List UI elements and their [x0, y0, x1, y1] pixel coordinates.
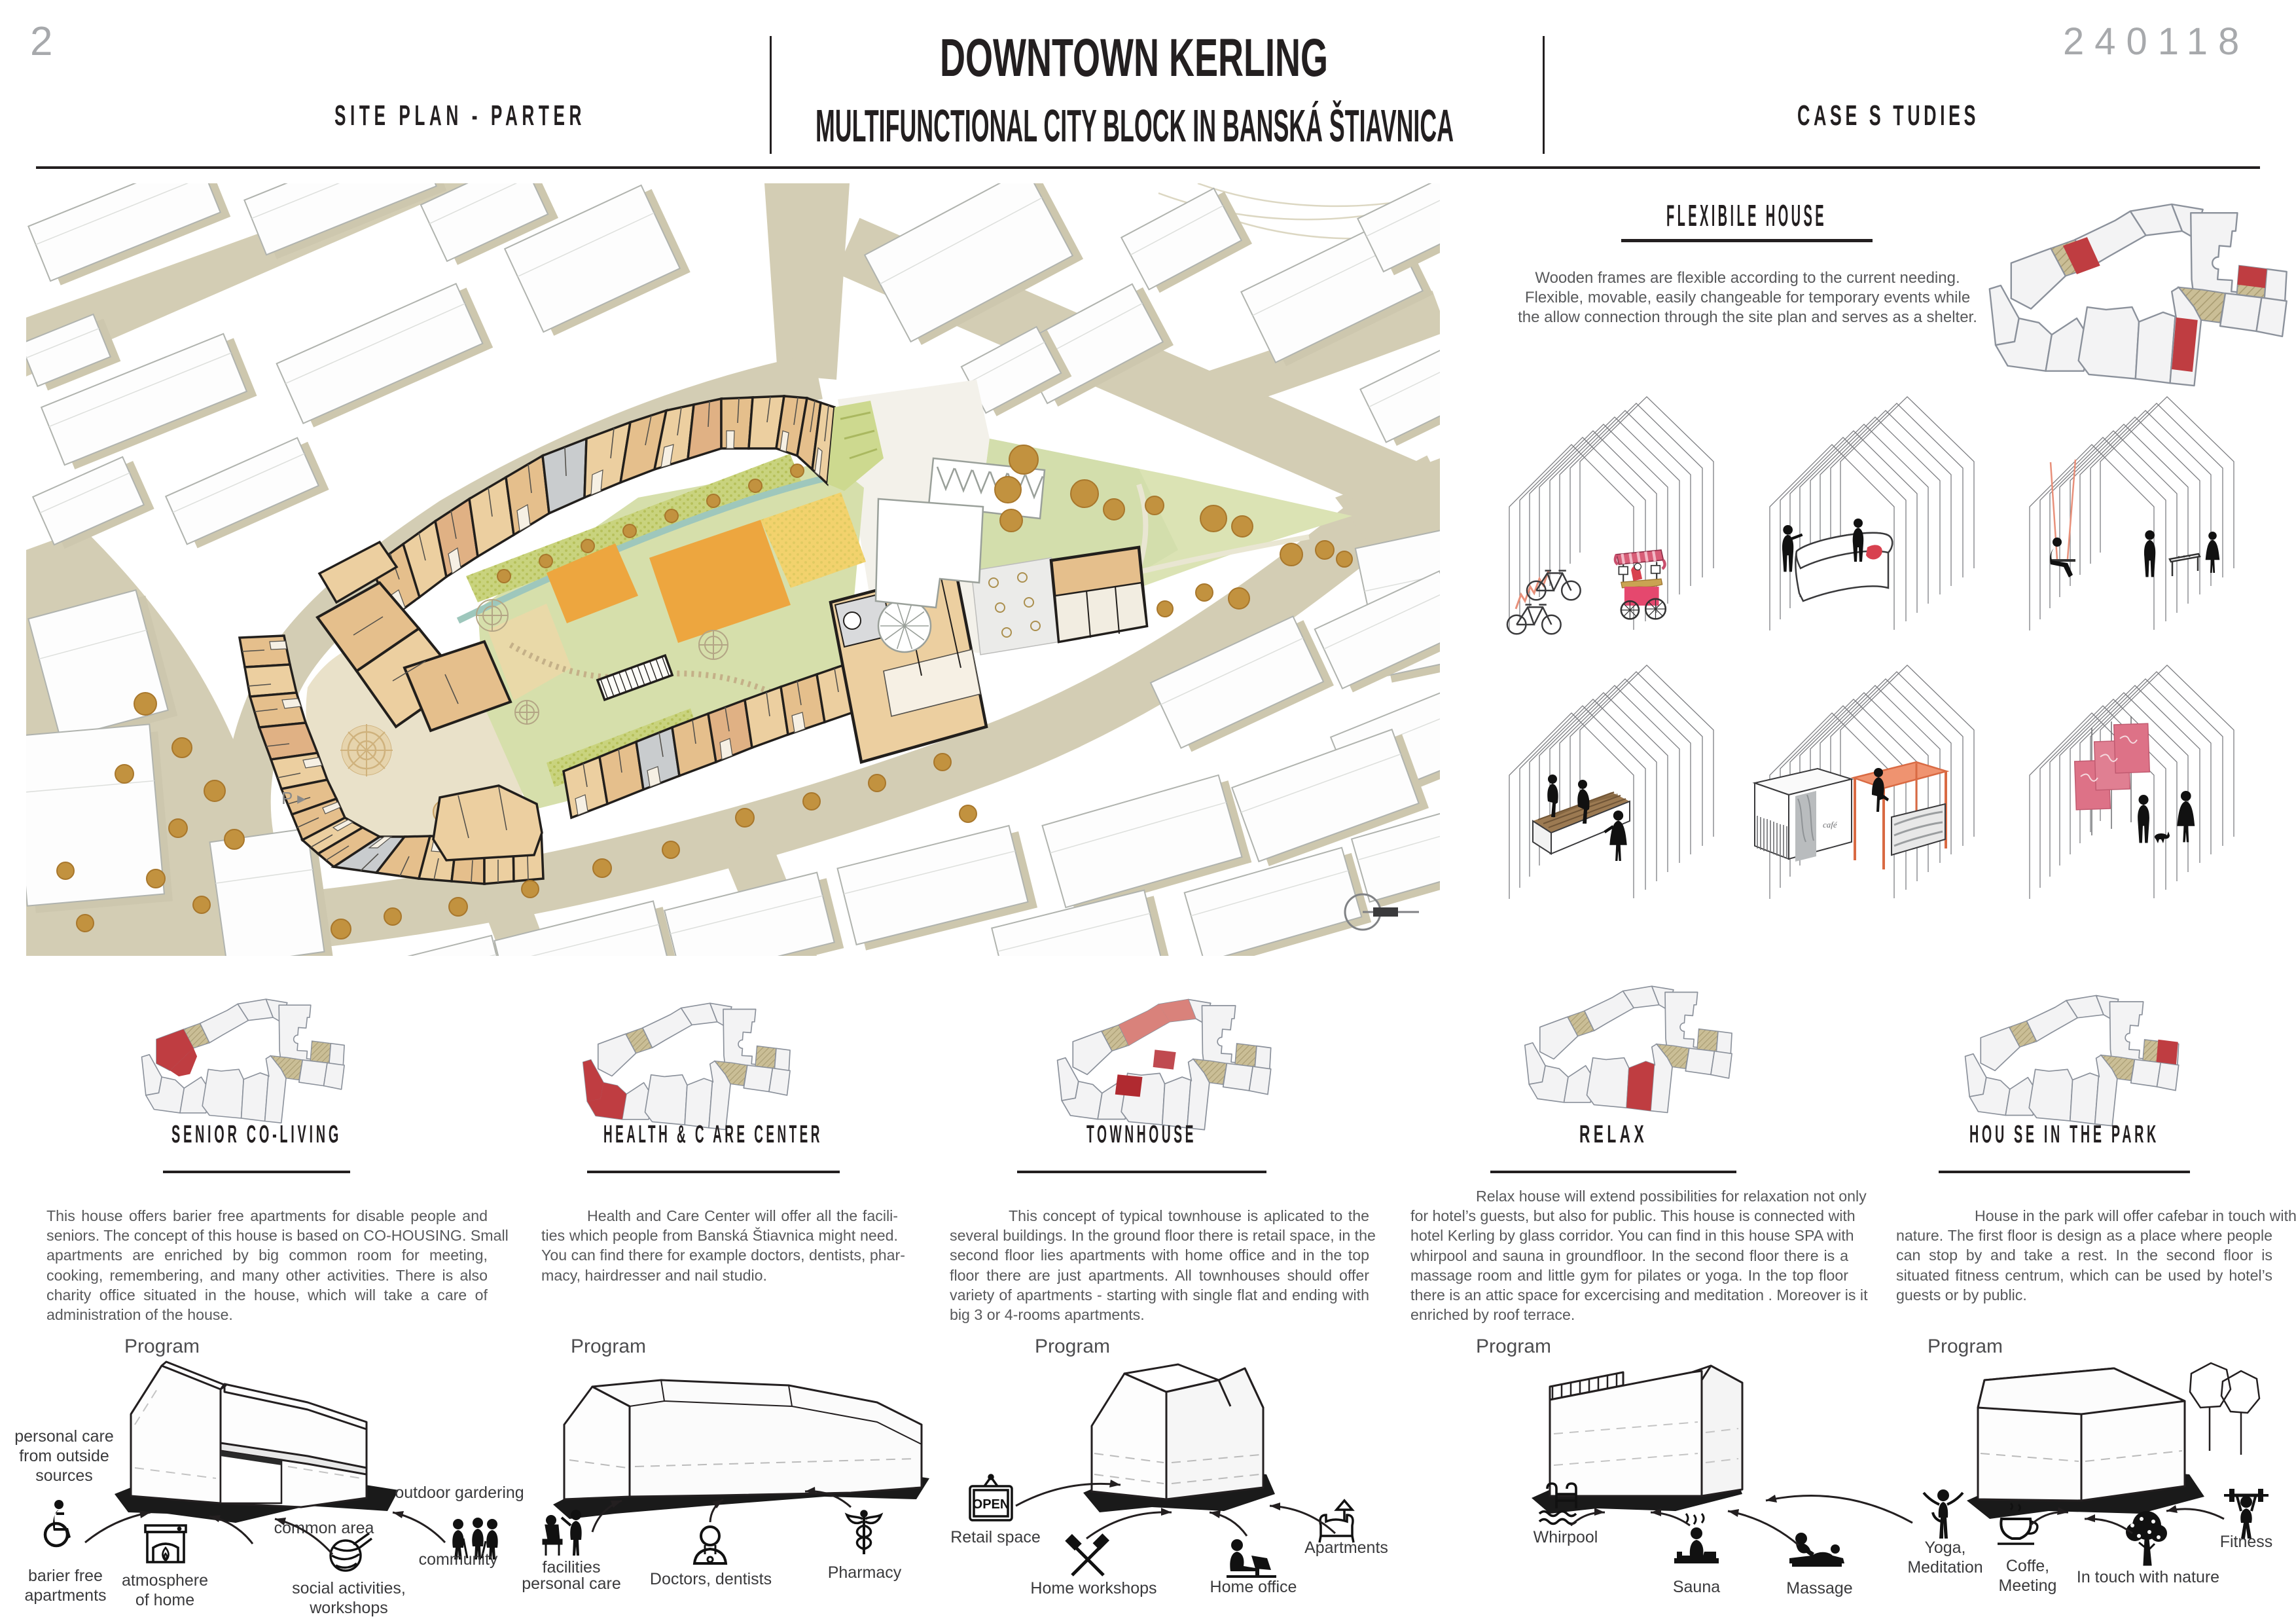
- svg-text:Home office: Home office: [1210, 1578, 1297, 1596]
- svg-text:Pharmacy: Pharmacy: [828, 1563, 902, 1582]
- svg-text:Whirpool: Whirpool: [1534, 1528, 1598, 1546]
- svg-text:Meditation: Meditation: [1907, 1558, 1982, 1577]
- svg-text:common area: common area: [274, 1519, 374, 1537]
- svg-text:In touch with nature: In touch with nature: [2077, 1568, 2219, 1586]
- svg-text:of home: of home: [135, 1591, 194, 1609]
- svg-text:barier free: barier free: [28, 1567, 103, 1585]
- svg-text:sources: sources: [35, 1467, 93, 1485]
- svg-text:personal care: personal care: [522, 1575, 620, 1593]
- svg-text:social activities,: social activities,: [292, 1579, 406, 1597]
- svg-text:from outside: from outside: [19, 1447, 109, 1465]
- svg-text:personal care: personal care: [14, 1427, 113, 1446]
- svg-text:community: community: [419, 1550, 498, 1569]
- svg-text:Meeting: Meeting: [1999, 1577, 2057, 1595]
- svg-text:Coffe,: Coffe,: [2006, 1557, 2049, 1575]
- svg-text:Massage: Massage: [1786, 1579, 1852, 1597]
- svg-text:Yoga,: Yoga,: [1924, 1539, 1965, 1557]
- svg-text:P ▸: P ▸: [281, 788, 306, 808]
- svg-text:Fitness: Fitness: [2220, 1533, 2273, 1551]
- svg-text:OPEN: OPEN: [973, 1497, 1010, 1512]
- svg-text:café: café: [1823, 820, 1838, 830]
- svg-text:outdoor gardering: outdoor gardering: [395, 1484, 524, 1502]
- svg-text:Doctors, dentists: Doctors, dentists: [650, 1570, 772, 1588]
- svg-text:apartments: apartments: [24, 1586, 106, 1605]
- svg-text:Retail space: Retail space: [950, 1528, 1041, 1546]
- svg-text:Apartments: Apartments: [1304, 1539, 1388, 1557]
- svg-text:facilities: facilities: [543, 1558, 601, 1577]
- svg-text:Home workshops: Home workshops: [1030, 1579, 1157, 1597]
- svg-text:Sauna: Sauna: [1673, 1578, 1720, 1596]
- svg-text:atmosphere: atmosphere: [122, 1571, 208, 1590]
- svg-text:workshops: workshops: [309, 1599, 388, 1617]
